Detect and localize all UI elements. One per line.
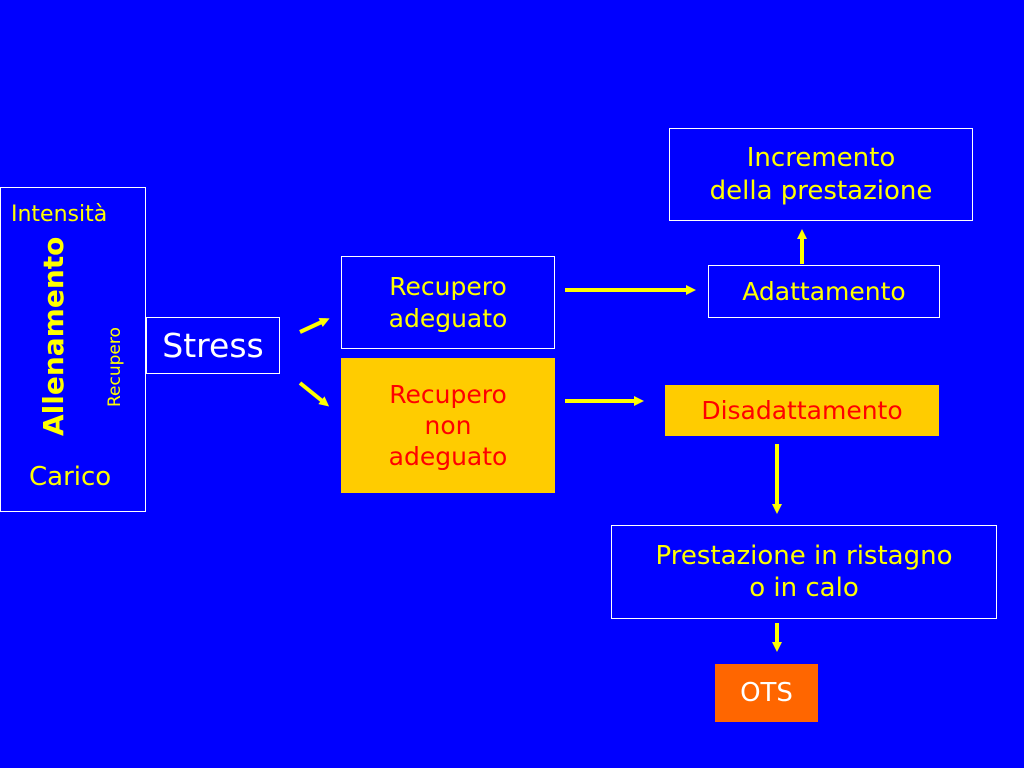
inadequate-recovery-box: Recupero non adeguato — [341, 358, 555, 493]
adequate-recovery-box: Recupero adeguato — [341, 256, 555, 349]
training-load-panel: Intensità Allenamento Recupero Carico — [0, 187, 146, 512]
performance-stagnation-line1: Prestazione in ristagno — [655, 540, 953, 571]
adequate-recovery-line2: adeguato — [388, 303, 508, 333]
adaptation-label: Adattamento — [742, 276, 906, 306]
performance-stagnation-line2: o in calo — [749, 573, 859, 603]
performance-stagnation-box: Prestazione in ristagno o in calo — [611, 525, 997, 619]
performance-increase-line2: della prestazione — [709, 175, 933, 206]
inadequate-recovery-line1: Recupero — [389, 379, 507, 409]
intensity-label: Intensità — [11, 202, 108, 227]
arrow-stress-to-inadequate — [298, 381, 330, 407]
inadequate-recovery-line3: adeguato — [388, 442, 508, 472]
stress-box: Stress — [146, 317, 280, 374]
adequate-recovery-line1: Recupero — [389, 272, 507, 302]
load-label: Carico — [29, 462, 112, 492]
arrow-stress-to-adequate — [299, 317, 330, 334]
ots-box: OTS — [715, 664, 818, 722]
maladaptation-label: Disadattamento — [701, 395, 903, 425]
adaptation-box: Adattamento — [708, 265, 940, 318]
stress-label: Stress — [162, 325, 264, 365]
inadequate-recovery-line2: non — [424, 410, 472, 440]
performance-increase-line1: Incremento — [746, 143, 896, 173]
ots-label: OTS — [740, 677, 793, 708]
maladaptation-box: Disadattamento — [665, 385, 939, 436]
performance-increase-box: Incremento della prestazione — [669, 128, 973, 221]
